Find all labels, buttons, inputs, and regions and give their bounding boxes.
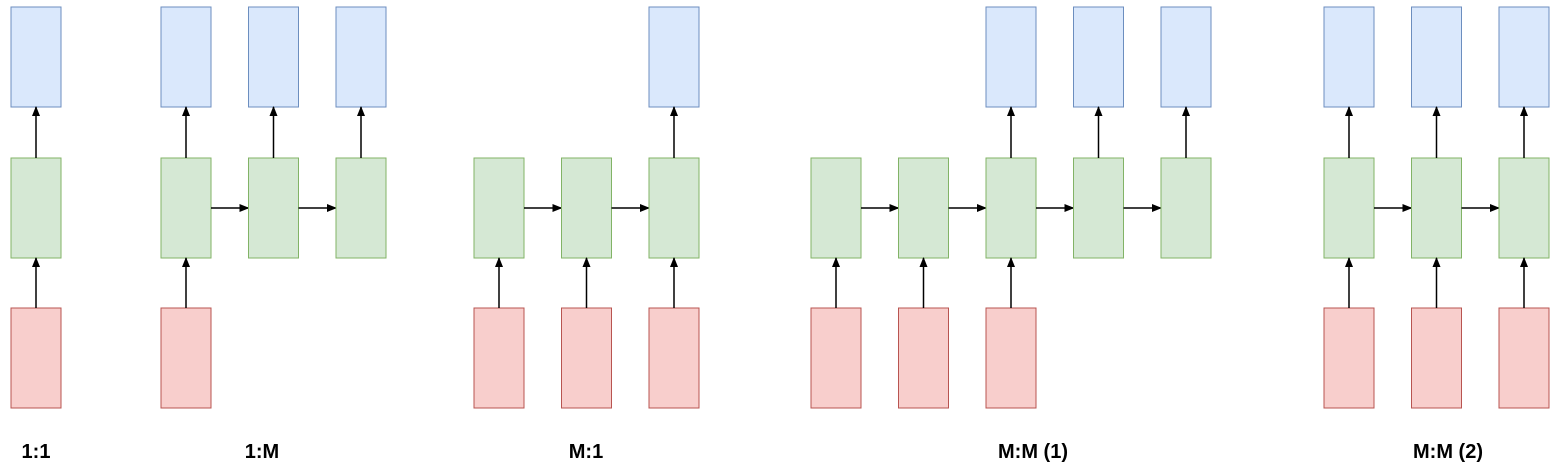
- many-to-one-hidden-cell: [648, 157, 700, 259]
- cells-layer: [10, 6, 1550, 409]
- caption-many-to-many-2: M:M (2): [1413, 441, 1483, 463]
- many-to-many-1-hidden-cell: [1073, 157, 1124, 259]
- many-to-one-input-cell: [561, 307, 612, 409]
- one-to-many-output-cell: [335, 6, 387, 108]
- caption-many-to-many-1: M:M (1): [998, 441, 1068, 463]
- many-to-one-hidden-cell: [561, 157, 612, 259]
- many-to-many-1-hidden-cell: [898, 157, 949, 259]
- many-to-one-hidden-cell: [473, 157, 525, 259]
- caption-many-to-one: M:1: [569, 441, 603, 463]
- many-to-many-2-hidden-cell: [1411, 157, 1462, 259]
- one-to-one-input-cell: [10, 307, 62, 409]
- many-to-many-2-hidden-cell: [1498, 157, 1550, 259]
- many-to-many-1-input-cell: [810, 307, 862, 409]
- one-to-many-input-cell: [160, 307, 212, 409]
- many-to-many-2-input-cell: [1323, 307, 1375, 409]
- many-to-many-1-input-cell: [985, 307, 1037, 409]
- many-to-many-1-output-cell: [1073, 6, 1124, 108]
- one-to-many-hidden-cell: [248, 157, 299, 259]
- many-to-many-1-hidden-cell: [1160, 157, 1212, 259]
- many-to-many-2-output-cell: [1411, 6, 1462, 108]
- many-to-many-2-hidden-cell: [1323, 157, 1375, 259]
- many-to-many-1-output-cell: [985, 6, 1037, 108]
- many-to-many-2-input-cell: [1498, 307, 1550, 409]
- one-to-many-hidden-cell: [335, 157, 387, 259]
- many-to-many-1-hidden-cell: [810, 157, 862, 259]
- many-to-one-input-cell: [648, 307, 700, 409]
- many-to-many-2-input-cell: [1411, 307, 1462, 409]
- caption-one-to-many: 1:M: [245, 441, 279, 463]
- one-to-many-output-cell: [160, 6, 212, 108]
- many-to-one-input-cell: [473, 307, 525, 409]
- caption-one-to-one: 1:1: [22, 441, 51, 463]
- one-to-many-hidden-cell: [160, 157, 212, 259]
- one-to-many-output-cell: [248, 6, 299, 108]
- many-to-many-1-input-cell: [898, 307, 949, 409]
- one-to-one-output-cell: [10, 6, 62, 108]
- many-to-many-2-output-cell: [1323, 6, 1375, 108]
- many-to-many-1-output-cell: [1160, 6, 1212, 108]
- many-to-many-2-output-cell: [1498, 6, 1550, 108]
- many-to-one-output-cell: [648, 6, 700, 108]
- one-to-one-hidden-cell: [10, 157, 62, 259]
- many-to-many-1-hidden-cell: [985, 157, 1037, 259]
